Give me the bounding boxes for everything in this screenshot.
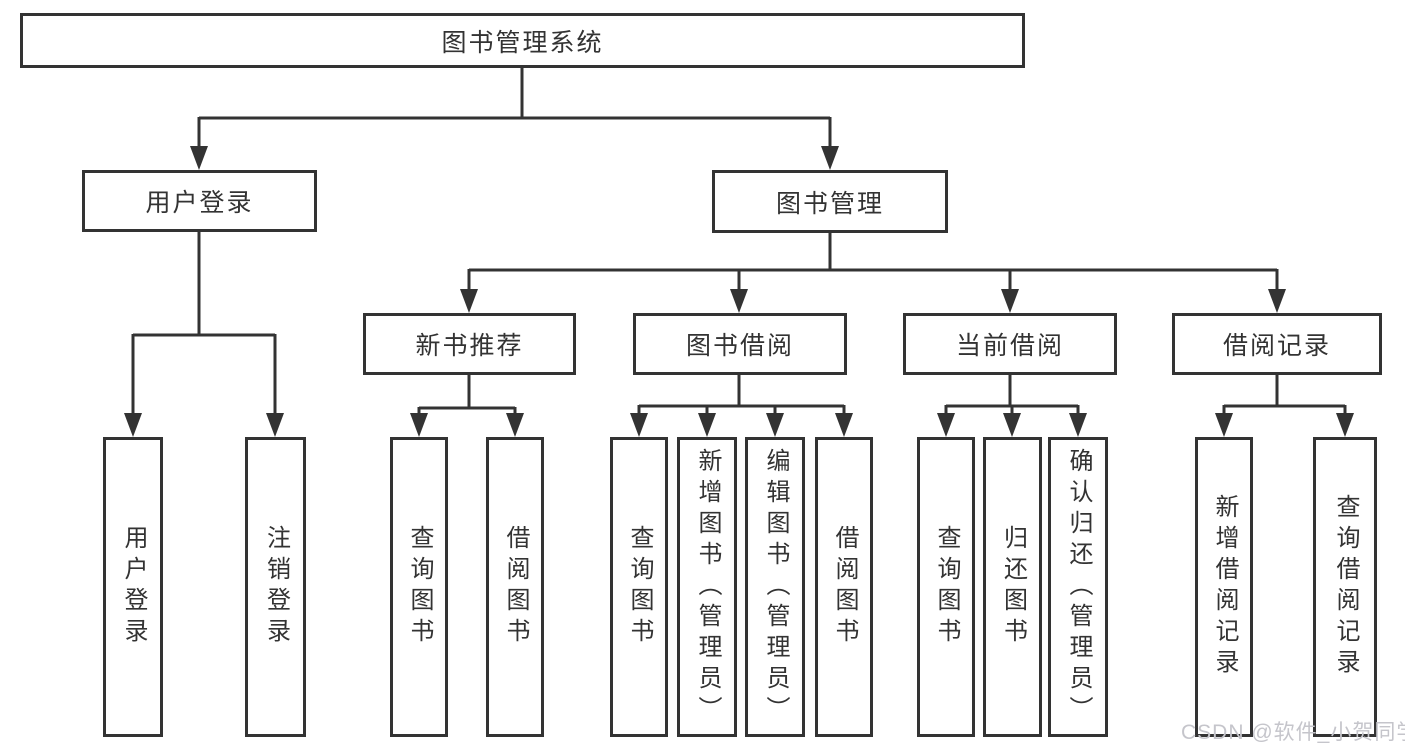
connector-newbook-to-leaves — [410, 375, 524, 437]
node-new-book-recommend: 新书推荐 — [363, 313, 576, 375]
connector-root-to-level2 — [190, 68, 839, 170]
node-current-borrowing: 当前借阅 — [903, 313, 1117, 375]
leaf-records-query-record: 查询借阅记录 — [1313, 437, 1377, 737]
connector-login-to-leaves — [124, 232, 284, 437]
leaf-label: 借阅图书 — [831, 525, 858, 649]
arrow-down-icon — [730, 289, 748, 313]
arrow-down-icon — [630, 413, 648, 437]
node-user-login: 用户登录 — [82, 170, 317, 232]
leaf-label: 注销登录 — [262, 525, 290, 649]
arrow-down-icon — [460, 289, 478, 313]
leaf-label: 查询图书 — [406, 525, 433, 649]
leaf-label: 编辑图书（管理员） — [762, 447, 789, 727]
arrow-down-icon — [937, 413, 955, 437]
leaf-borrowing-edit-books-admin: 编辑图书（管理员） — [745, 437, 805, 737]
arrow-down-icon — [266, 413, 284, 437]
leaf-label: 新增借阅记录 — [1211, 494, 1238, 680]
leaf-label: 确认归还（管理员） — [1065, 447, 1092, 727]
node-label: 新书推荐 — [415, 332, 524, 360]
leaf-current-query-books: 查询图书 — [917, 437, 975, 737]
leaf-borrowing-borrow-books: 借阅图书 — [815, 437, 873, 737]
node-label: 当前借阅 — [955, 332, 1064, 360]
leaf-user-login: 用户登录 — [103, 437, 163, 737]
node-label: 图书借阅 — [685, 332, 794, 360]
node-label: 借阅记录 — [1222, 332, 1331, 360]
leaf-label: 归还图书 — [999, 525, 1027, 649]
leaf-label: 查询图书 — [933, 525, 960, 649]
arrow-down-icon — [506, 413, 524, 437]
connector-current-to-leaves — [937, 375, 1087, 437]
connector-borrow-to-leaves — [630, 375, 853, 437]
node-label: 用户登录 — [145, 189, 254, 217]
arrow-down-icon — [124, 413, 142, 437]
node-book-borrowing: 图书借阅 — [633, 313, 847, 375]
leaf-newbook-borrow-books: 借阅图书 — [486, 437, 544, 737]
csdn-watermark: CSDN @软件_小贺同学 — [1181, 721, 1405, 744]
arrow-down-icon — [766, 413, 784, 437]
connector-mgmt-to-level3 — [460, 233, 1286, 313]
leaf-label: 新增图书（管理员） — [694, 447, 721, 727]
arrow-down-icon — [190, 146, 208, 170]
leaf-label: 用户登录 — [120, 525, 147, 649]
arrow-down-icon — [698, 413, 716, 437]
arrow-down-icon — [1215, 413, 1233, 437]
arrow-down-icon — [1069, 413, 1087, 437]
leaf-current-confirm-return-admin: 确认归还（管理员） — [1048, 437, 1108, 737]
node-label: 图书管理系统 — [441, 28, 604, 57]
node-label: 图书管理 — [775, 189, 884, 218]
node-root-system: 图书管理系统 — [20, 13, 1025, 68]
arrow-down-icon — [835, 413, 853, 437]
node-book-management: 图书管理 — [712, 170, 948, 233]
connector-records-to-leaves — [1215, 375, 1354, 437]
arrow-down-icon — [1001, 289, 1019, 313]
arrow-down-icon — [410, 413, 428, 437]
leaf-newbook-query-books: 查询图书 — [390, 437, 448, 737]
node-borrowing-records: 借阅记录 — [1172, 313, 1382, 375]
leaf-label: 借阅图书 — [502, 525, 529, 649]
arrow-down-icon — [821, 146, 839, 170]
arrow-down-icon — [1268, 289, 1286, 313]
arrow-down-icon — [1003, 413, 1021, 437]
leaf-records-add-record: 新增借阅记录 — [1195, 437, 1253, 737]
leaf-logout: 注销登录 — [245, 437, 306, 737]
leaf-label: 查询图书 — [626, 525, 653, 649]
leaf-current-return-books: 归还图书 — [983, 437, 1042, 737]
leaf-label: 查询借阅记录 — [1332, 494, 1359, 680]
leaf-borrowing-query-books: 查询图书 — [610, 437, 668, 737]
arrow-down-icon — [1336, 413, 1354, 437]
leaf-borrowing-add-books-admin: 新增图书（管理员） — [677, 437, 737, 737]
